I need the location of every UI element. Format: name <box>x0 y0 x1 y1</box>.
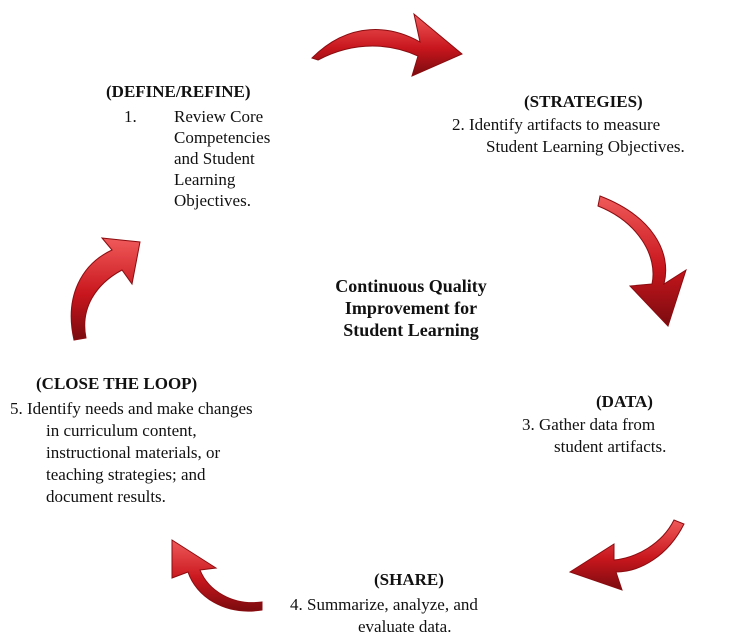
arrow-top <box>311 12 463 77</box>
center-label: Continuous Quality Improvement for Stude… <box>300 275 522 341</box>
define-line: Competencies <box>174 128 271 147</box>
arrow-bottom-right <box>568 519 685 591</box>
data-line-2: student artifacts. <box>554 437 667 456</box>
center-line: Continuous Quality <box>335 276 487 296</box>
define-line: and Student <box>174 149 255 168</box>
close-line-5: document results. <box>46 487 166 506</box>
arrow-bottom-left <box>171 539 263 612</box>
define-line: Objectives. <box>174 191 251 210</box>
define-number: 1. <box>124 107 137 126</box>
strategies-line-2: Student Learning Objectives. <box>486 137 685 156</box>
data-title: (DATA) <box>596 392 653 411</box>
strategies-title: (STRATEGIES) <box>524 92 643 111</box>
close-line-4: teaching strategies; and <box>46 465 206 484</box>
strategies-line-1: 2. Identify artifacts to measure <box>452 115 661 134</box>
center-line: Improvement for <box>344 298 478 318</box>
define-title: (DEFINE/REFINE) <box>106 82 251 101</box>
close-line-1: 5. Identify needs and make changes <box>10 399 253 418</box>
share-line-2: evaluate data. <box>358 617 452 636</box>
arrow-left <box>70 237 141 341</box>
close-title: (CLOSE THE LOOP) <box>36 374 198 393</box>
close-line-3: instructional materials, or <box>46 443 221 462</box>
center-line: Student Learning <box>343 320 479 340</box>
data-line-1: 3. Gather data from <box>522 415 656 434</box>
share-line-1: 4. Summarize, analyze, and <box>290 595 478 614</box>
arrow-right <box>597 195 687 327</box>
define-line: Review Core <box>174 107 264 126</box>
define-body: Review Core Competencies and Student Lea… <box>174 106 270 211</box>
share-title: (SHARE) <box>374 570 444 589</box>
close-line-2: in curriculum content, <box>46 421 197 440</box>
define-line: Learning <box>174 170 236 189</box>
